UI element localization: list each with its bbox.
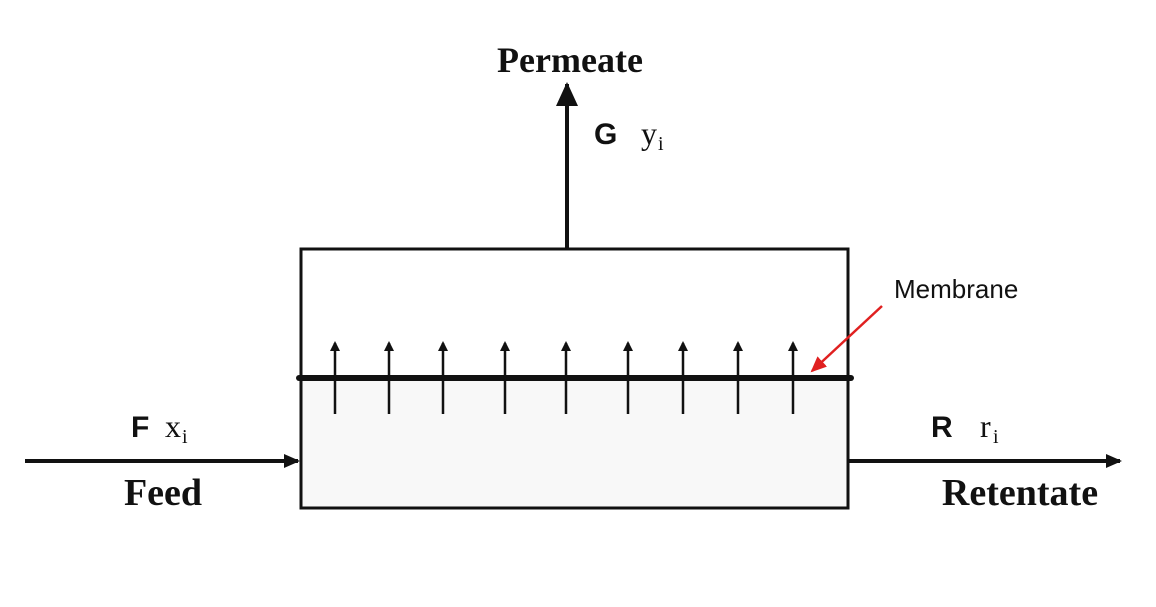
feed-chamber bbox=[301, 378, 848, 508]
feed-comp-subscript: i bbox=[182, 426, 188, 448]
membrane-label: Membrane bbox=[894, 274, 1018, 304]
retentate-label: Retentate bbox=[942, 472, 1098, 514]
permeate-chamber bbox=[301, 249, 848, 378]
feed-label: Feed bbox=[124, 472, 202, 514]
retentate-comp-symbol: r bbox=[980, 408, 991, 444]
feed-comp-symbol: x bbox=[165, 408, 181, 444]
permeate-flow-symbol: G bbox=[594, 118, 617, 151]
retentate-comp-subscript: i bbox=[993, 426, 999, 448]
permeation-arrows bbox=[330, 341, 798, 414]
permeate-label: Permeate bbox=[497, 40, 643, 80]
membrane-pointer-arrow bbox=[810, 305, 883, 373]
permeate-comp-symbol: y bbox=[641, 115, 657, 151]
feed-flow-symbol: F bbox=[131, 411, 149, 444]
membrane-module bbox=[296, 247, 854, 510]
permeate-comp-subscript: i bbox=[658, 133, 664, 155]
retentate-flow-symbol: R bbox=[931, 411, 953, 444]
